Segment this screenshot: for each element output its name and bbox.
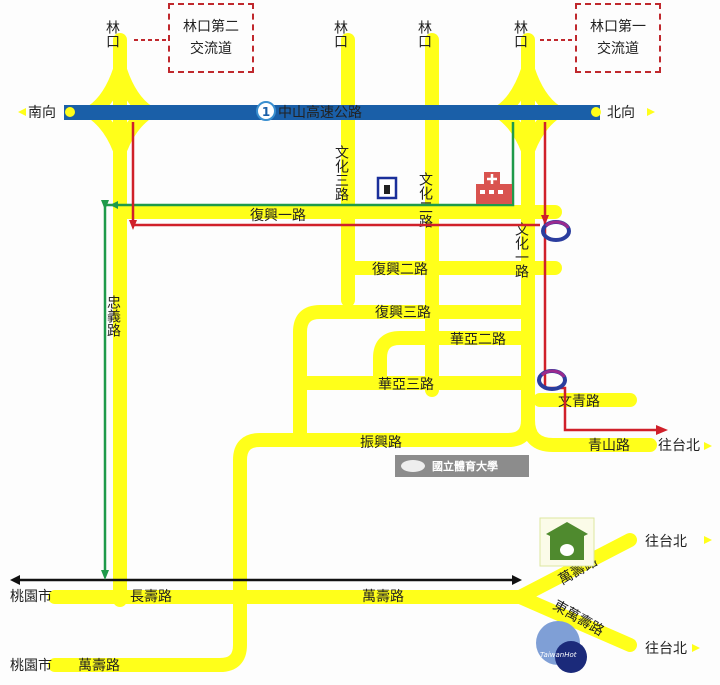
hospital-icon [476,172,512,204]
svg-text:1: 1 [262,105,270,119]
qingshan-label: 青山路 [588,438,630,454]
linkou-label: 林口 [512,20,528,48]
road-fuxing3 [293,305,527,447]
green-route [103,122,515,575]
linkou-label: 林口 [416,20,432,48]
linkou-label: 林口 [332,20,348,48]
mrt-station-icon [537,369,567,391]
wenqing-label: 文青路 [558,394,600,410]
svg-text:TaiwanHot: TaiwanHot [540,651,577,659]
mrt-station-icon [541,220,571,242]
fuxing1-label: 復興一路 [250,207,306,224]
fuxing2-label: 復興二路 [372,261,428,278]
zhenxing-label: 振興路 [360,435,402,451]
taipei-se-label: 往台北 [645,641,687,657]
university-banner: 國立體育大學 [395,455,529,477]
north-label: 北向 [607,105,635,121]
taoyuan-label: 桃園市 [10,588,52,605]
wanshou-lower-label: 萬壽路 [78,658,120,674]
wenhua2-label: 文化二路 [417,172,433,228]
taipei-label: 往台北 [658,438,700,454]
gas-station-icon [376,176,398,200]
watermark-logo: TaiwanHot [536,621,587,673]
taipei-ne-label: 往台北 [645,534,687,550]
south-label: 南向 [28,105,56,121]
red-route-east [543,122,660,432]
highway-shield-icon: 1 [256,101,276,121]
huaya3-label: 華亞三路 [378,377,434,393]
wanshou-label: 萬壽路 [362,589,404,605]
taoyuan-lower-label: 桃園市 [10,657,52,674]
linkou-label: 林口 [104,20,120,48]
linkou-second-interchange-box: 林口第二 交流道 [168,3,254,73]
changshou-label: 長壽路 [130,589,172,605]
linkou-first-interchange-box: 林口第一 交流道 [575,3,661,73]
temple-icon [539,517,595,567]
wenhua1-label: 文化一路 [513,222,529,278]
wenhua3-label: 文化三路 [333,145,349,201]
highway-name: 中山高速公路 [278,104,362,121]
road-huaya2 [373,331,527,390]
road-zhenxing [48,413,535,672]
fuxing3-label: 復興三路 [375,304,431,321]
university-name: 國立體育大學 [432,459,498,473]
huaya2-label: 華亞二路 [450,332,506,348]
highway-bar [64,105,600,120]
zhongyi-label: 忠義路 [105,295,121,337]
